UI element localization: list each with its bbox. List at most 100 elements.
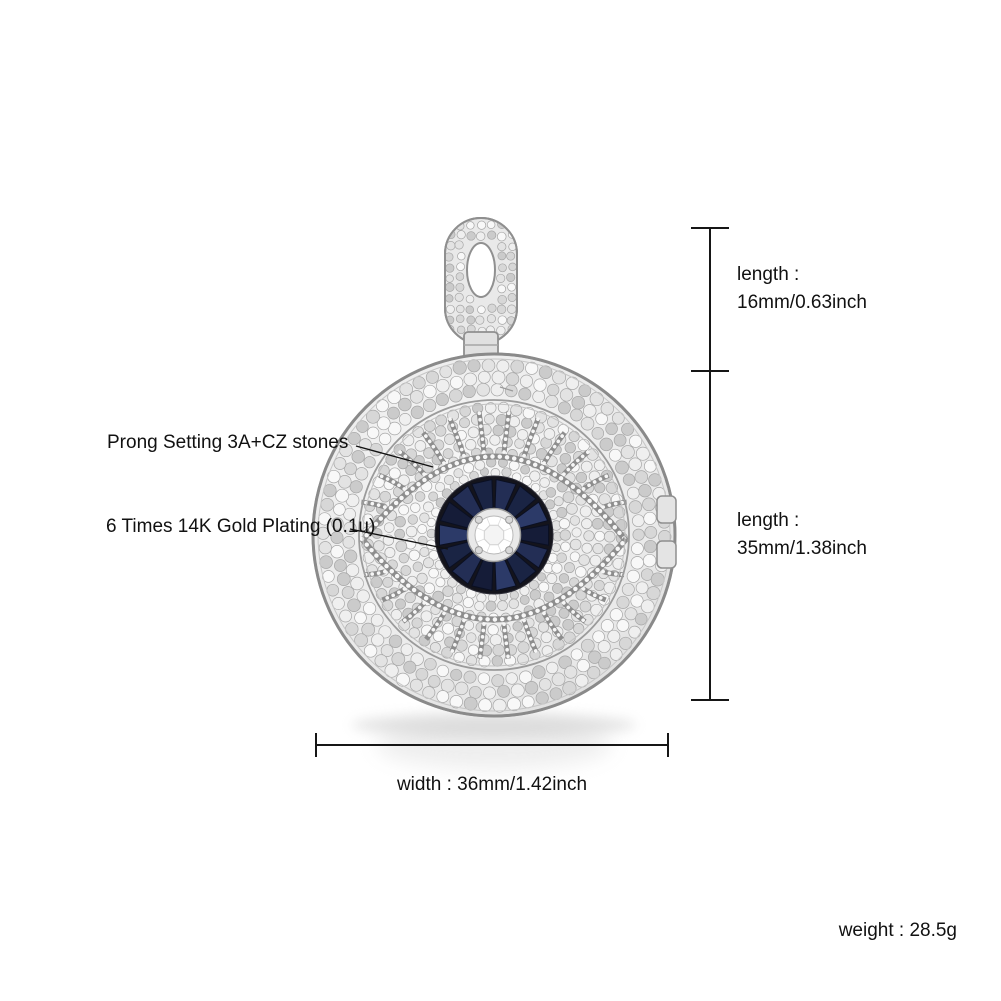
cz-stone (344, 462, 357, 476)
cz-stone (611, 411, 625, 425)
cz-stone (350, 576, 364, 591)
cz-stone (569, 538, 582, 551)
cz-stone (551, 562, 563, 574)
cz-stone (449, 388, 463, 403)
eye-detail (380, 587, 407, 602)
cz-stone (404, 591, 416, 604)
cz-stone (356, 420, 369, 433)
cz-stone (489, 434, 501, 446)
prong (474, 515, 483, 524)
cz-stone (632, 528, 645, 541)
cz-stone (607, 629, 621, 643)
cz-stone (351, 450, 365, 464)
cz-stone (375, 399, 389, 413)
cz-stone (507, 293, 517, 302)
cz-stone (343, 549, 358, 563)
cz-stone (435, 577, 446, 588)
cz-stone (594, 530, 606, 542)
cz-stone (570, 408, 583, 422)
cz-stone (519, 670, 533, 684)
facet-line (486, 544, 491, 553)
cz-stone (497, 251, 507, 261)
cz-stone (467, 644, 480, 656)
cz-stone (487, 624, 499, 636)
cz-stone (643, 511, 657, 525)
cz-stone (505, 372, 520, 386)
cz-stone (475, 315, 485, 325)
cz-stone (425, 370, 439, 384)
eye-detail (398, 449, 426, 476)
cz-stone (330, 545, 344, 559)
cz-stone (456, 325, 466, 335)
bail-hole (466, 242, 496, 298)
prong (474, 546, 483, 555)
cz-stone (445, 220, 455, 230)
outer-pave-stones (316, 358, 672, 713)
cz-stone (410, 405, 425, 419)
cz-stone (408, 549, 420, 561)
cz-stone (547, 383, 560, 397)
cz-stone (423, 557, 434, 569)
cz-stone (409, 678, 423, 692)
cz-stone (423, 582, 435, 594)
eye-detail (359, 500, 387, 509)
cz-stone (644, 526, 658, 539)
cz-stone (345, 563, 360, 577)
cz-stone (597, 640, 611, 654)
cz-stone (417, 524, 428, 535)
cz-stone (518, 387, 532, 401)
cz-stone (497, 242, 507, 252)
cz-stone (486, 220, 496, 229)
cz-stone (581, 542, 593, 554)
cz-stone (560, 541, 571, 552)
bail-length-dimension: length : 16mm/0.63inch (737, 261, 867, 317)
cz-stone (323, 483, 337, 498)
cz-stone (603, 530, 616, 543)
cz-stone (532, 665, 546, 679)
cz-stone (642, 497, 656, 512)
cz-stone (407, 514, 418, 525)
cz-stone (435, 425, 447, 437)
eye-detail (541, 612, 564, 641)
cz-stone (507, 697, 521, 712)
cz-stone (599, 437, 614, 452)
cz-stone (589, 554, 602, 567)
cz-stone (454, 240, 464, 250)
cz-stone (564, 665, 578, 679)
cz-stone (316, 526, 330, 540)
cz-stone (370, 576, 383, 589)
cz-stone (508, 262, 517, 272)
facet-line (497, 517, 502, 526)
cz-stone (463, 670, 477, 684)
cz-stone (463, 462, 475, 474)
cz-stone (319, 555, 333, 569)
eye-detail (359, 536, 629, 622)
eye-detail (401, 601, 426, 624)
cz-stone (339, 609, 352, 623)
cz-stone (454, 681, 469, 696)
cz-stone (336, 572, 351, 586)
cz-stone (528, 579, 539, 590)
cz-stone (543, 591, 555, 603)
cz-stone (423, 501, 434, 513)
cz-stone (466, 231, 476, 241)
cz-stone (496, 359, 510, 373)
facet-line (497, 544, 502, 553)
cz-stone (481, 358, 496, 373)
cz-stone (535, 691, 549, 705)
cz-stone (497, 284, 507, 294)
cz-stone (456, 262, 465, 272)
cz-stone (466, 221, 475, 230)
cz-stone (538, 678, 552, 691)
cz-stone (650, 572, 665, 587)
cz-stone (335, 488, 349, 503)
cz-stone (356, 589, 370, 603)
cz-stone (487, 230, 497, 240)
cz-stone (571, 395, 586, 410)
cz-stone (415, 667, 429, 681)
cz-stone (635, 581, 649, 595)
cz-stone (450, 668, 463, 681)
cz-stone (459, 417, 470, 429)
cz-stone (388, 634, 403, 648)
